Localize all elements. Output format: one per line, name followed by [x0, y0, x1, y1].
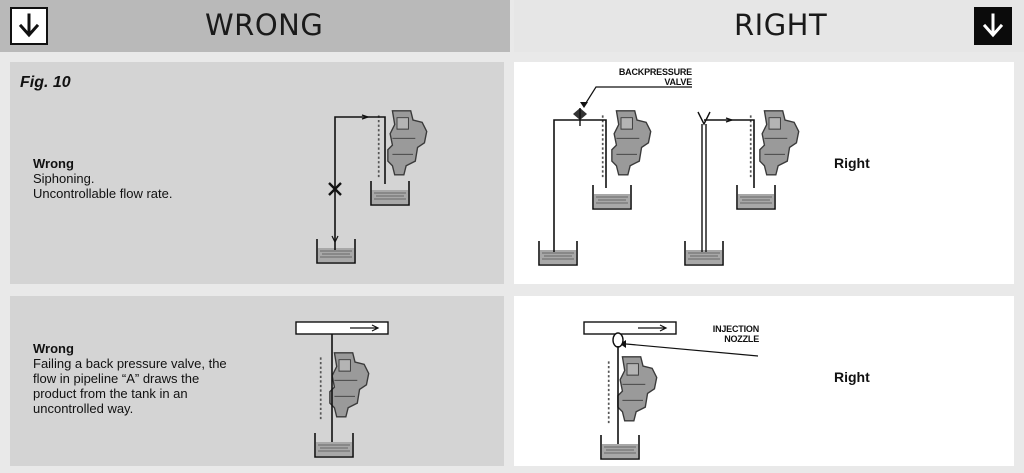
panel-wrong-siphoning: Fig. 10 Wrong Siphoning. Uncontrollable … [10, 62, 504, 284]
cross-icon [328, 182, 342, 196]
desc-line: Uncontrollable flow rate. [33, 186, 173, 201]
right-header: RIGHT [514, 0, 1024, 52]
figure-label: Fig. 10 [20, 74, 71, 91]
pipe [704, 119, 755, 188]
callout-line: BACKPRESSURE [618, 67, 692, 77]
flow-arrow-icon [725, 117, 734, 123]
pipeline-diagram [295, 321, 389, 458]
pump-icon [319, 351, 370, 421]
flow-arrow-icon [638, 324, 668, 332]
right-label: Right [834, 369, 870, 385]
pipeline-a [295, 321, 389, 335]
callout-line: VALVE [664, 77, 692, 87]
callout-arrowhead [580, 102, 588, 108]
backpressure-valve-callout: BACKPRESSURE VALVE [592, 67, 692, 87]
vent-pipe [697, 111, 711, 252]
wrong-heading: Wrong [33, 341, 74, 356]
desc-line: Failing a back pressure valve, the [33, 356, 227, 371]
wrong-title: WRONG [205, 8, 324, 42]
backpressure-diagram [538, 86, 800, 266]
right-label: Right [834, 155, 870, 171]
callout-leader [583, 86, 692, 107]
wrong-description: Wrong Siphoning. Uncontrollable flow rat… [33, 156, 273, 201]
desc-line: product from the tank in an [33, 386, 188, 401]
callout-line: NOZZLE [724, 334, 759, 344]
wrong-heading: Wrong [33, 156, 74, 171]
injection-nozzle-icon [612, 332, 624, 348]
wrong-description: Wrong Failing a back pressure valve, the… [33, 341, 283, 416]
arrow-down-icon [10, 7, 48, 45]
callout-leader [625, 343, 759, 357]
wrong-header: WRONG [0, 0, 510, 52]
tank-icon [314, 432, 354, 458]
pump-icon [749, 109, 800, 179]
tank-icon [736, 184, 776, 210]
panel-wrong-pipeline: Wrong Failing a back pressure valve, the… [10, 296, 504, 466]
right-title: RIGHT [734, 8, 828, 42]
pipe [553, 119, 607, 252]
desc-line: Siphoning. [33, 171, 95, 186]
callout-arrowhead [620, 340, 626, 348]
desc-line: flow in pipeline “A” draws the [33, 371, 200, 386]
flow-arrow-icon [350, 324, 380, 332]
panel-right-backpressure: BACKPRESSURE VALVE Right [514, 62, 1014, 284]
pipe [334, 116, 386, 250]
tank-icon [538, 240, 578, 266]
tank-icon [370, 180, 410, 206]
tank-icon [592, 184, 632, 210]
flow-arrow-icon [331, 235, 339, 244]
tank-icon [684, 240, 724, 266]
tank-icon [600, 434, 640, 460]
siphoning-diagram [316, 109, 428, 264]
injection-diagram [583, 321, 759, 460]
pipeline [583, 321, 677, 335]
desc-line: uncontrolled way. [33, 401, 134, 416]
pump-icon [607, 355, 658, 425]
pump-icon [377, 109, 428, 179]
flow-arrow-icon [361, 114, 370, 120]
pump-icon [601, 109, 652, 179]
injection-nozzle-callout: INJECTION NOZZLE [684, 324, 759, 344]
tank-icon [316, 238, 356, 264]
panel-right-injection: INJECTION NOZZLE Right [514, 296, 1014, 466]
callout-line: INJECTION [712, 324, 759, 334]
arrow-down-icon [974, 7, 1012, 45]
